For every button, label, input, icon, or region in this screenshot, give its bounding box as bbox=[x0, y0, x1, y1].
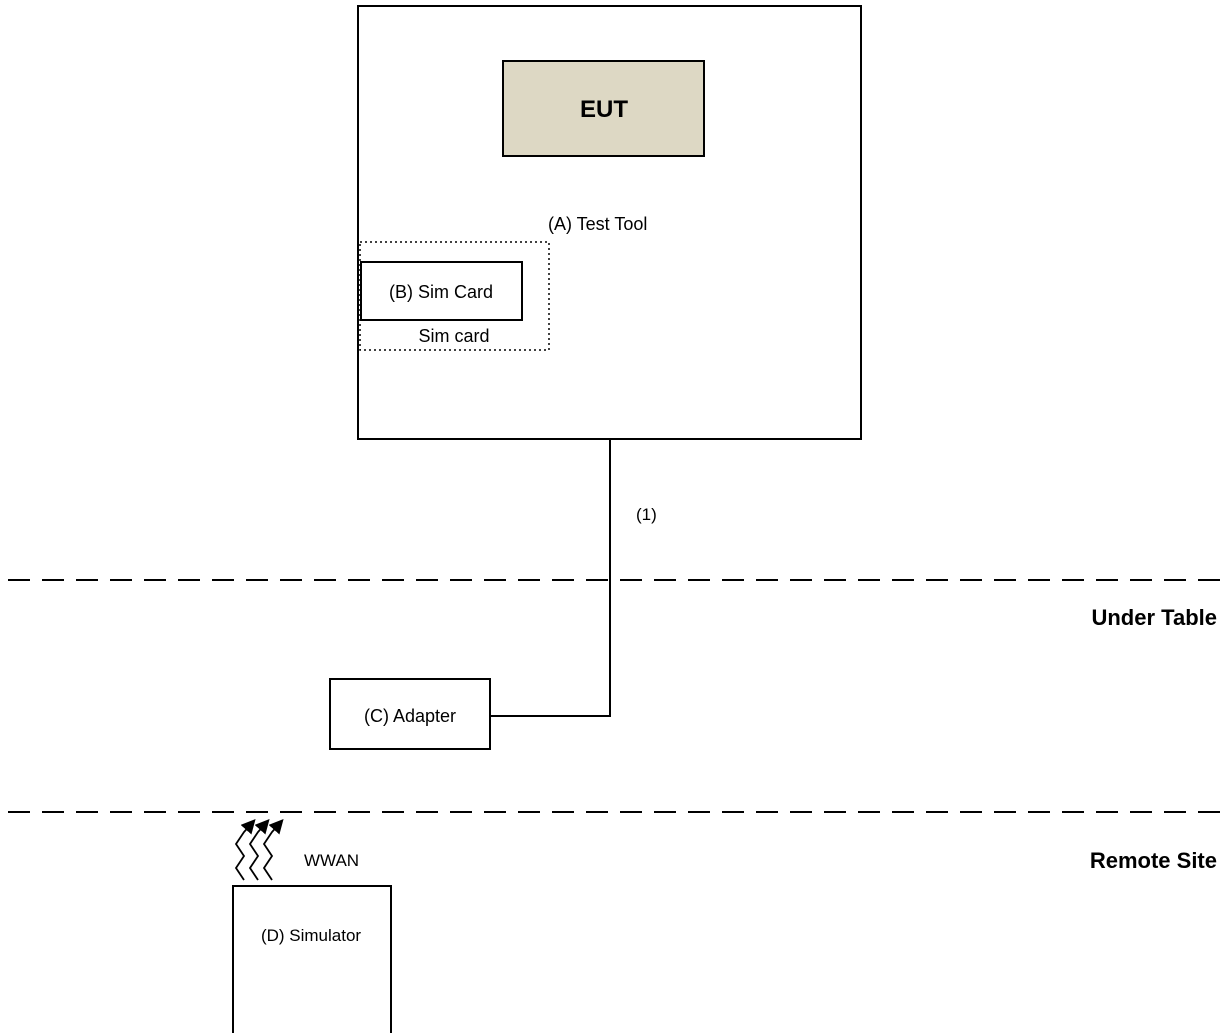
eut-label: EUT bbox=[580, 96, 628, 123]
cable-1 bbox=[490, 439, 611, 717]
cable-label: (1) bbox=[636, 505, 657, 524]
zone-label-under-table: Under Table bbox=[1091, 605, 1217, 630]
wwan-label: WWAN bbox=[304, 851, 359, 870]
adapter-label: (C) Adapter bbox=[364, 706, 456, 726]
wwan-signal-icon bbox=[234, 818, 284, 881]
zone-label-remote-site: Remote Site bbox=[1090, 848, 1217, 873]
sim-card-box bbox=[360, 261, 523, 321]
simulator-box bbox=[232, 885, 392, 1033]
eut-box bbox=[502, 60, 705, 157]
sim-card-slot-label: Sim card bbox=[418, 326, 489, 346]
test-tool-label: (A) Test Tool bbox=[548, 214, 647, 234]
simulator-label: (D) Simulator bbox=[261, 926, 361, 945]
sim-card-box-label: (B) Sim Card bbox=[389, 282, 493, 302]
adapter-box bbox=[329, 678, 491, 750]
